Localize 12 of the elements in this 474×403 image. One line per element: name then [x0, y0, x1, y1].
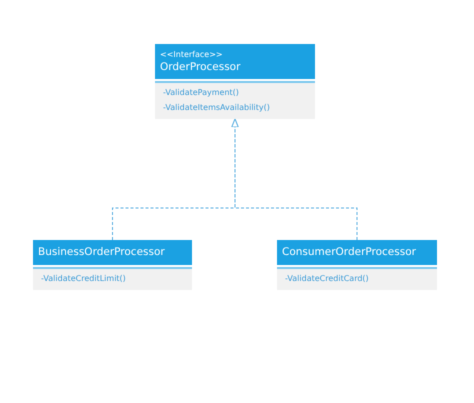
class-box [155, 44, 315, 119]
realization-arrow [231, 118, 358, 240]
method-text: -ValidateItemsAvailability() [163, 102, 271, 114]
method-text: -ValidateCreditLimit() [41, 273, 127, 285]
method-text: -ValidateCreditCard() [285, 273, 370, 285]
class-box [33, 240, 192, 290]
method-text: -ValidatePayment() [163, 87, 240, 99]
class-name: ConsumerOrderProcessor [282, 245, 417, 260]
class-name: OrderProcessor [160, 60, 242, 74]
class-box [277, 240, 437, 290]
class-name: BusinessOrderProcessor [38, 245, 166, 260]
stereotype-label: <<Interface>> [160, 48, 224, 60]
